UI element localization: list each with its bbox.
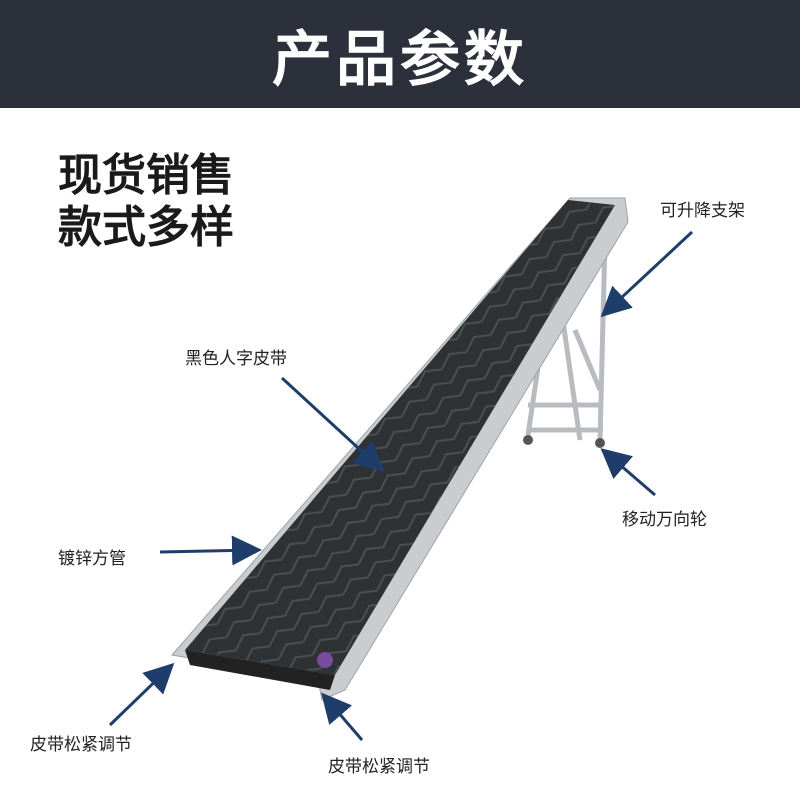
label-belt: 黑色人字皮带	[185, 349, 287, 369]
caster-wheel	[523, 435, 533, 445]
tension-roller	[317, 652, 333, 668]
slogan-line-2: 款式多样	[58, 202, 234, 253]
callout-arrows	[108, 230, 694, 741]
label-lift-stand: 可升降支架	[660, 201, 745, 221]
label-wheels: 移动万向轮	[622, 510, 707, 530]
slogan-line-1: 现货销售	[58, 150, 234, 201]
page-title: 产品参数	[272, 24, 528, 95]
slogan: 现货销售 款式多样	[58, 150, 234, 254]
label-frame: 镀锌方管	[58, 549, 126, 569]
caster-wheel	[595, 438, 605, 448]
header-banner: 产品参数	[0, 0, 800, 108]
label-tension-bottom: 皮带松紧调节	[328, 757, 430, 777]
label-tension-left: 皮带松紧调节	[30, 735, 132, 755]
